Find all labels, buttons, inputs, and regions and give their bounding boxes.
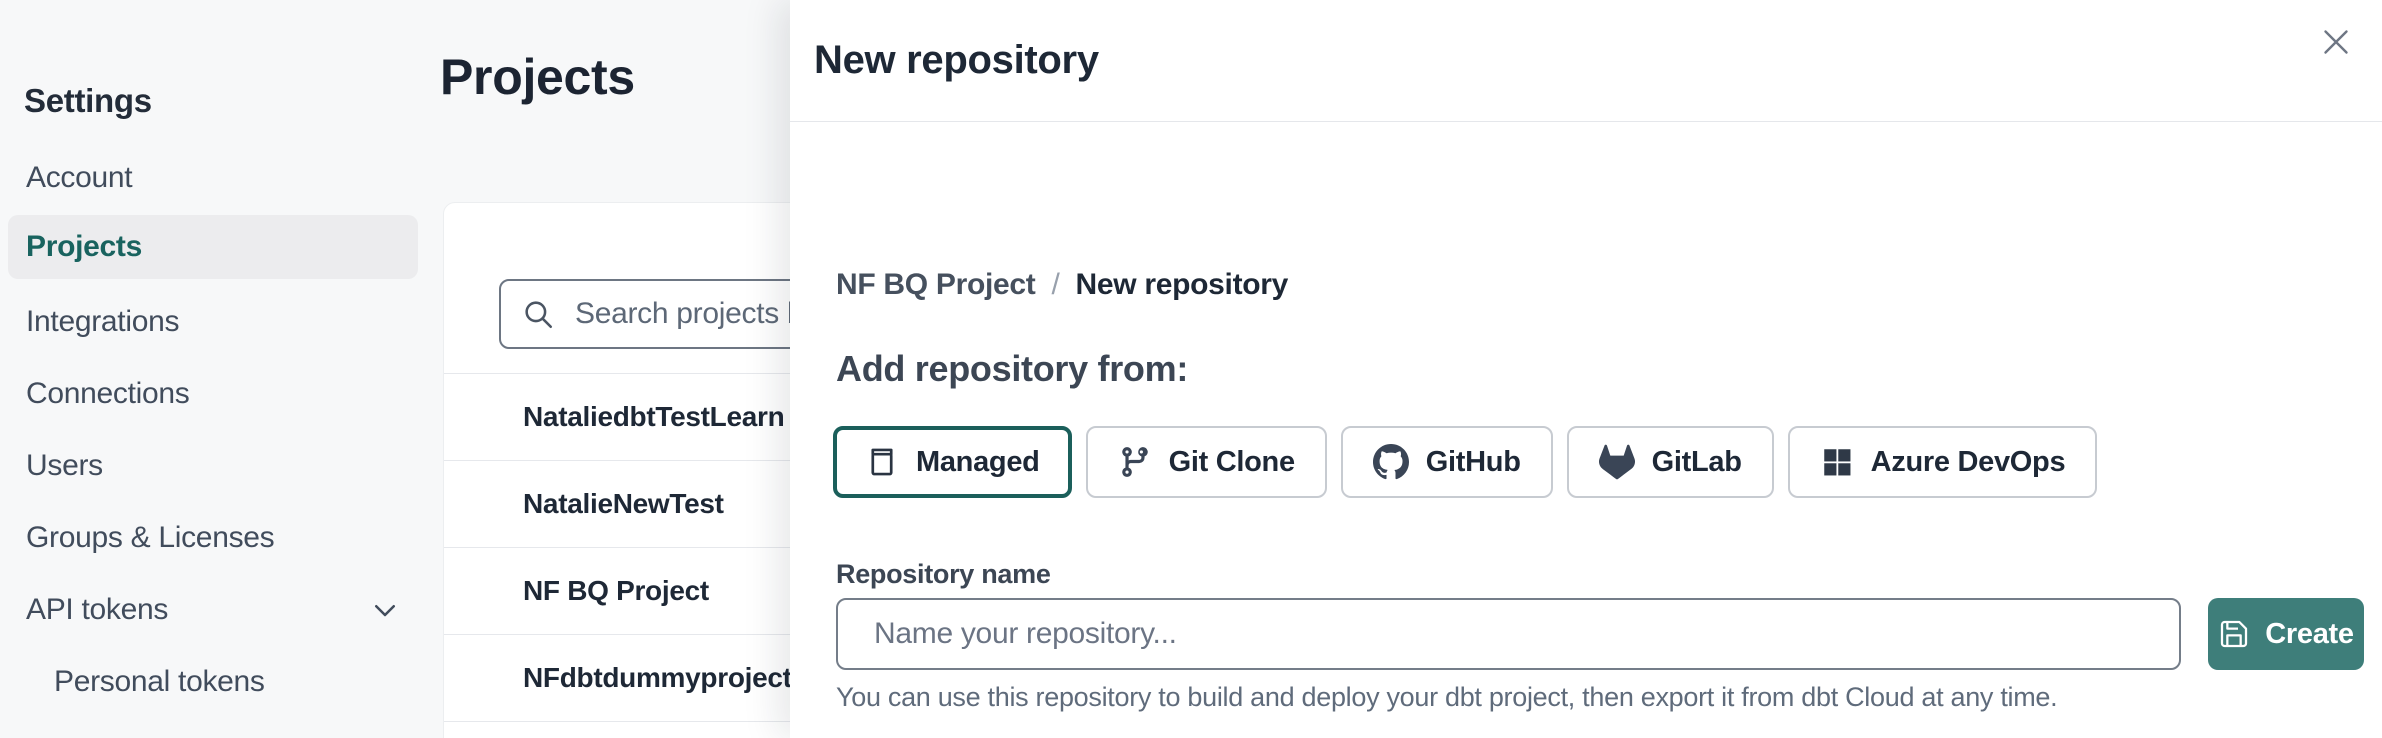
breadcrumb: NF BQ Project / New repository <box>836 268 1288 302</box>
modal-title: New repository <box>814 38 1099 82</box>
close-button[interactable] <box>2314 20 2358 64</box>
chevron-down-icon <box>370 595 400 625</box>
section-heading: Add repository from: <box>836 348 1189 389</box>
sidebar-item-account[interactable]: Account <box>8 146 418 210</box>
sidebar-item-users[interactable]: Users <box>8 434 418 498</box>
breadcrumb-separator: / <box>1051 268 1060 301</box>
page-title: Projects <box>440 49 635 105</box>
sidebar-item-integrations[interactable]: Integrations <box>8 290 418 354</box>
source-label: GitHub <box>1425 445 1521 478</box>
source-label: Git Clone <box>1168 445 1295 478</box>
source-github-button[interactable]: GitHub <box>1340 426 1553 498</box>
project-name: NataliedbtTestLearn T <box>523 401 809 432</box>
helper-text: You can use this repository to build and… <box>836 682 2058 712</box>
source-label: Azure DevOps <box>1870 445 2066 478</box>
breadcrumb-current: New repository <box>1075 268 1289 301</box>
sidebar-item-api-tokens[interactable]: API tokens <box>8 578 418 642</box>
settings-sidebar: Settings Account Projects Integrations C… <box>0 0 430 738</box>
search-icon <box>521 297 555 331</box>
repo-source-options: Managed Git Clone GitHub <box>833 426 2098 498</box>
new-repository-modal: New repository NF BQ Project / New repos… <box>790 0 2382 738</box>
sidebar-item-label: Account <box>26 161 133 194</box>
repository-name-label: Repository name <box>836 559 1051 589</box>
save-icon <box>2218 618 2250 650</box>
sidebar-item-label: Groups & Licenses <box>26 521 275 554</box>
repository-name-input[interactable] <box>836 598 2181 670</box>
breadcrumb-parent[interactable]: NF BQ Project <box>836 268 1036 301</box>
source-managed-button[interactable]: Managed <box>833 426 1072 498</box>
sidebar-item-label: Projects <box>26 230 142 263</box>
sidebar-item-label: Connections <box>26 377 190 410</box>
source-label: GitLab <box>1651 445 1742 478</box>
sidebar-item-label: Integrations <box>26 305 180 338</box>
close-icon <box>2318 24 2354 60</box>
repo-icon <box>865 445 899 479</box>
azure-devops-icon <box>1820 445 1854 479</box>
sidebar-title: Settings <box>24 82 152 119</box>
source-azure-devops-button[interactable]: Azure DevOps <box>1787 426 2098 498</box>
sidebar-item-label: Personal tokens <box>54 665 265 698</box>
project-name: NF BQ Project <box>523 575 709 606</box>
sidebar-item-label: Users <box>26 449 103 482</box>
sidebar-item-label: API tokens <box>26 593 169 626</box>
sidebar-item-projects[interactable]: Projects <box>8 215 418 279</box>
sidebar-item-groups-licenses[interactable]: Groups & Licenses <box>8 506 418 570</box>
source-gitlab-button[interactable]: GitLab <box>1566 426 1774 498</box>
gitlab-icon <box>1598 444 1635 480</box>
sidebar-item-personal-tokens[interactable]: Personal tokens <box>8 650 418 714</box>
project-name: NFdbtdummyproject <box>523 662 792 693</box>
source-git-clone-button[interactable]: Git Clone <box>1085 426 1327 498</box>
create-button-label: Create <box>2265 617 2354 650</box>
sidebar-item-connections[interactable]: Connections <box>8 362 418 426</box>
git-branch-icon <box>1118 445 1152 479</box>
modal-header: New repository <box>790 0 2382 122</box>
project-name: NatalieNewTest <box>523 488 724 519</box>
source-label: Managed <box>916 445 1040 478</box>
create-button[interactable]: Create <box>2208 598 2364 670</box>
github-icon <box>1372 444 1409 480</box>
